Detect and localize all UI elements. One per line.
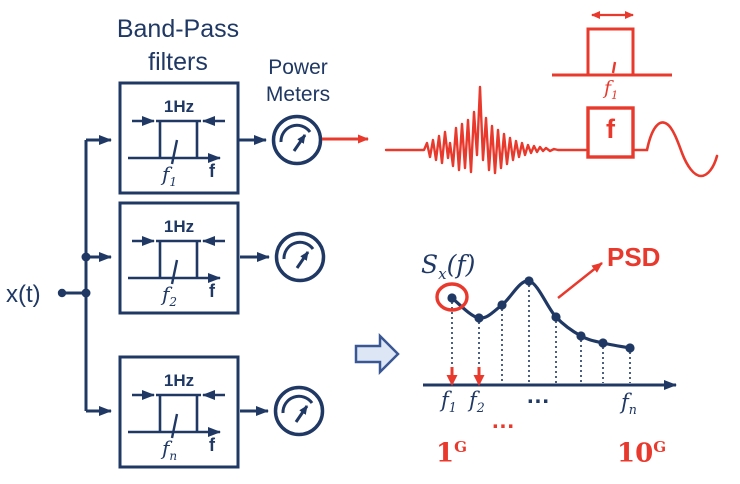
psd-tick-f2: f2 bbox=[469, 388, 485, 416]
filter3-bandwidth-label: 1Hz bbox=[163, 371, 195, 390]
power-meters-line1: Power bbox=[268, 56, 328, 79]
input-signal-label: x(t) bbox=[6, 281, 41, 308]
power-meter-icon-1 bbox=[274, 117, 321, 164]
signal-wiring bbox=[57, 135, 270, 416]
psd-samples bbox=[435, 276, 635, 386]
psd-tick-f1: f1 bbox=[441, 388, 457, 416]
filter2-center-freq-label: f2 bbox=[162, 282, 178, 309]
psd-ellipsis-red: ... bbox=[492, 407, 516, 434]
block-arrow-icon bbox=[354, 332, 400, 376]
psd-annotation-label: PSD bbox=[607, 242, 661, 272]
filtered-signal-waveform bbox=[384, 85, 588, 175]
power-meters-title: Power Meters bbox=[258, 54, 338, 108]
freq-range-start-label: 1G bbox=[436, 438, 467, 469]
filter3-center-freq-label: fn bbox=[162, 436, 178, 463]
bandpass-response-symbol bbox=[552, 11, 672, 77]
filter2-axis-label: f bbox=[209, 281, 215, 301]
sine-output-wave bbox=[631, 121, 719, 178]
psd-annotation-arrow bbox=[557, 262, 603, 299]
psd-ylabel: Sx(f) bbox=[421, 250, 476, 283]
filter1-bandwidth-label: 1Hz bbox=[163, 97, 195, 116]
power-meter-icon-3 bbox=[276, 388, 323, 435]
filter-box-label: f bbox=[606, 114, 615, 144]
bandpass-filters-title: Band-Pass filters bbox=[100, 13, 256, 79]
response-center-freq-label: f1 bbox=[604, 77, 619, 102]
power-meter-icon-2 bbox=[277, 234, 324, 281]
bandpass-title-line1: Band-Pass bbox=[116, 15, 240, 43]
psd-tick-fn: fn bbox=[621, 390, 637, 418]
filter1-axis-label: f bbox=[209, 161, 215, 181]
filter2-bandwidth-label: 1Hz bbox=[163, 217, 195, 236]
power-meters-line2: Meters bbox=[265, 83, 331, 106]
filter1-center-freq-label: f1 bbox=[162, 162, 178, 189]
filter3-axis-label: f bbox=[209, 435, 215, 455]
freq-range-end-label: 10G bbox=[617, 438, 667, 469]
psd-ellipsis-navy: ... bbox=[527, 382, 551, 409]
filter-box-symbol bbox=[586, 106, 635, 159]
bandpass-title-line2: filters bbox=[148, 48, 208, 76]
